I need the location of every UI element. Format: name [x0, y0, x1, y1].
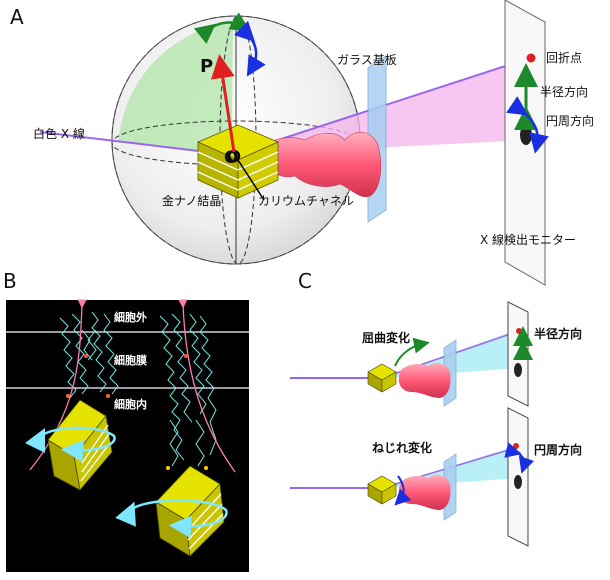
- bending-change-label: 屈曲変化: [362, 330, 410, 345]
- panel-b: B: [3, 269, 249, 572]
- radial-direction-label: 半径方向: [540, 84, 588, 99]
- twisting-diagram: [290, 407, 535, 547]
- channel-structure-left: [59, 311, 119, 399]
- membrane-label: 細胞膜: [114, 353, 147, 367]
- twisting-arrow: [394, 475, 412, 506]
- detector-shadow: [520, 125, 532, 145]
- p-vector-label: P: [200, 56, 213, 77]
- potassium-channel-shape: [264, 132, 382, 198]
- panel-b-letter: B: [3, 269, 17, 293]
- rotation-arrow-right: [115, 499, 228, 538]
- twisting-change-label: ねじれ変化: [372, 440, 432, 455]
- rotation-arrow-blue: [233, 20, 266, 77]
- pink-path-right: [178, 299, 236, 473]
- panel-c: C: [290, 269, 582, 547]
- intracellular-label: 細胞内: [114, 397, 147, 411]
- diffraction-spot-label: 回折点: [546, 50, 582, 65]
- potassium-channel-label: カリウムチャネル: [258, 194, 354, 208]
- rotation-arrow-left: [24, 426, 116, 463]
- p-vector-arrow: [210, 54, 236, 153]
- gold-nanocrystal: [197, 124, 279, 199]
- bending-arrow: [394, 337, 430, 367]
- c-circumferential-direction-label: 円周方向: [534, 442, 582, 457]
- glass-substrate-label: ガラス基板: [337, 53, 397, 67]
- panel-c-letter: C: [298, 269, 312, 293]
- detector-label: X 線検出モニター: [480, 232, 576, 247]
- circumferential-arrow: [506, 96, 549, 154]
- circumferential-direction-label: 円周方向: [546, 113, 594, 128]
- panel-a: A: [10, 0, 594, 286]
- bending-diagram: [290, 301, 533, 407]
- channel-pointer-line: [237, 159, 265, 201]
- c-radial-direction-label: 半径方向: [534, 326, 582, 341]
- channel-structure-right: [159, 313, 217, 467]
- white-xray-label: 白色 X 線: [33, 126, 85, 141]
- panel-a-letter: A: [10, 5, 24, 29]
- gold-nanocrystal-label: 金ナノ結晶: [162, 193, 221, 208]
- extracellular-label: 細胞外: [114, 310, 147, 324]
- origin-label: O: [224, 148, 238, 168]
- diffraction-spot: [526, 53, 536, 63]
